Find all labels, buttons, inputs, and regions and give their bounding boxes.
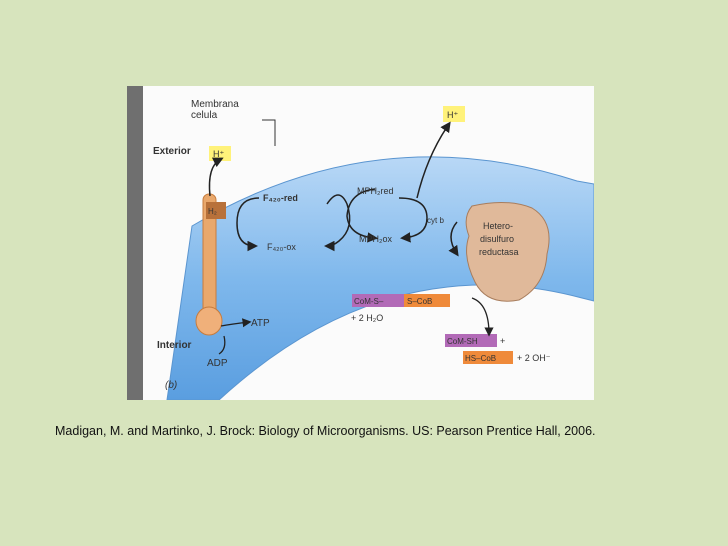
reduction-product-arrow [471,297,494,337]
methanogenesis-figure: Membrana celula Exterior Interior H⁺ H⁺ … [127,86,594,400]
mph-ox-label: MPH₂ox [359,234,392,244]
membrane-leader-line [262,119,276,146]
panel-letter: (b) [165,380,177,391]
h2-label: H₂ [208,207,217,216]
proton-export-arrow-right [416,121,451,199]
hs-cob-box [463,351,513,364]
h2-box [206,202,226,219]
gray-strip [127,86,143,400]
mph-reduction-arrow [346,188,378,243]
atpase-head [195,306,223,336]
adp-arrow [218,335,226,355]
heterodisulfide-line3: reductasa [479,247,519,257]
hs-cob-label: HS–CoB [465,354,496,363]
atp-arrow [220,318,252,328]
exterior-label: Exterior [153,146,191,157]
com-s-box [352,294,404,307]
h-plus-box-right [443,106,465,122]
mph-oxidation-arrow [398,197,428,243]
h-plus-left-label: H⁺ [213,149,224,159]
heterodisulfide-reductase-enzyme [465,202,550,302]
h-plus-right-label: H⁺ [447,110,458,120]
plus-sign-label: + [500,336,505,346]
mph-red-label: MPH₂red [357,186,394,196]
cytb-arrow [448,221,459,257]
atp-label: ATP [251,318,270,329]
h-plus-box-left [209,146,231,161]
f420-red-label: F₄₂₀-red [263,193,298,203]
proton-export-arrow-left [208,157,224,197]
membrane-label-line2: celula [191,110,218,121]
s-cob-label: S–CoB [407,297,432,306]
membrane-label-line1: Membrana [191,99,239,110]
interior-label: Interior [157,340,192,351]
figure-svg: Membrana celula Exterior Interior H⁺ H⁺ … [127,86,594,400]
com-s-label: CoM-S– [354,297,384,306]
heterodisulfide-line1: Hetero- [483,221,513,231]
adp-label: ADP [207,358,228,369]
cyt-b-label: cyt b [427,216,444,225]
com-sh-label: CoM-SH [447,337,478,346]
f420-reduction-arrow [236,197,260,252]
water-label: + 2 H₂O [351,313,383,323]
hydroxide-label: + 2 OH⁻ [517,353,551,363]
heterodisulfide-line2: disulfuro [480,234,514,244]
citation-caption: Madigan, M. and Martinko, J. Brock: Biol… [55,424,596,438]
com-sh-box [445,334,497,347]
f420-ox-label: F₄₂₀-ox [267,242,296,252]
s-cob-box [404,294,450,307]
